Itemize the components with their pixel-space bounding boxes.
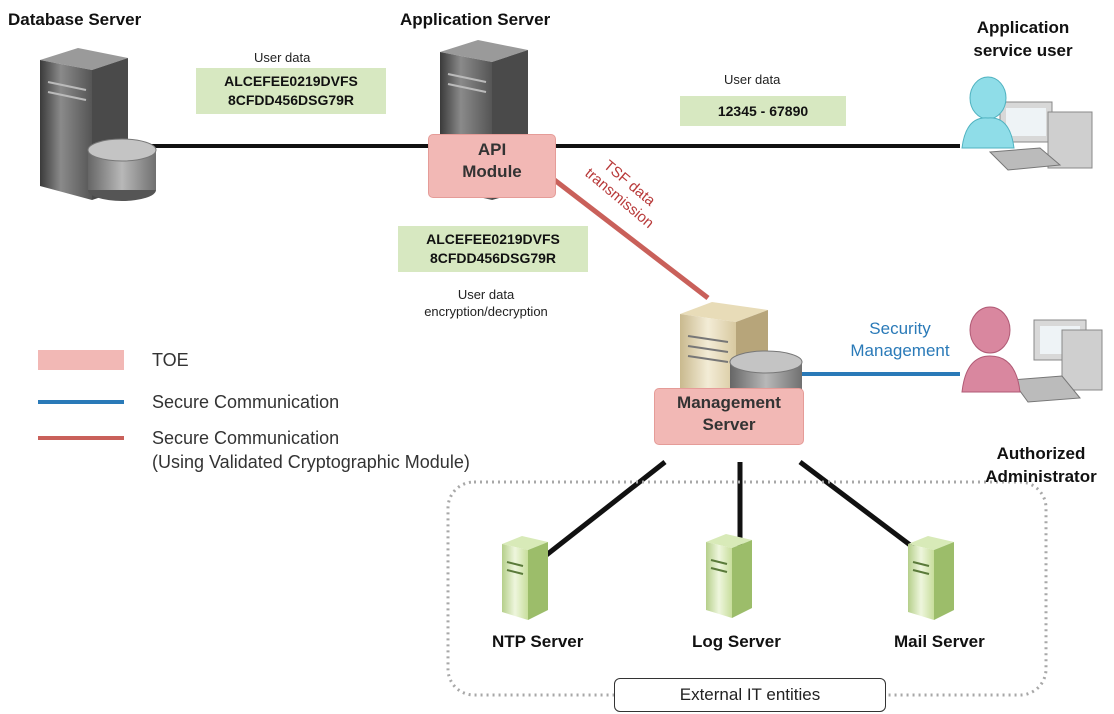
tsf-link bbox=[546, 173, 710, 300]
admin-workstation-icon bbox=[961, 306, 1103, 403]
plain-data-box: 12345 - 67890 bbox=[680, 96, 846, 126]
legend-validated-text: Secure Communication (Using Validated Cr… bbox=[152, 426, 470, 474]
tsf-label: TSF data transmission bbox=[582, 151, 669, 232]
log-server-icon bbox=[706, 534, 752, 618]
legend-blue-line bbox=[38, 400, 124, 404]
admin-line2: Administrator bbox=[985, 467, 1097, 486]
application-service-user-label: Application service user bbox=[958, 16, 1088, 62]
legend-toe: TOE bbox=[38, 348, 189, 372]
authorized-administrator-label: Authorized Administrator bbox=[966, 442, 1114, 488]
encrypted-line1: ALCEFEE0219DVFS bbox=[224, 73, 358, 89]
encryption-decryption-label: User data encryption/decryption bbox=[376, 286, 596, 320]
mgmt-ntp-link bbox=[538, 460, 667, 562]
encrypted-line2: 8CFDD456DSG79R bbox=[227, 92, 355, 108]
api-module-box: API Module bbox=[428, 134, 556, 198]
user-workstation-icon bbox=[961, 76, 1093, 171]
db-server-icon bbox=[40, 48, 157, 201]
legend-validated-line1: Secure Communication bbox=[152, 428, 340, 448]
legend-secure-comm-text: Secure Communication bbox=[152, 392, 340, 412]
log-server-label: Log Server bbox=[692, 632, 781, 651]
legend-toe-swatch bbox=[38, 350, 124, 370]
encrypted-data-box-top: ALCEFEE0219DVFS 8CFDD456DSG79R bbox=[196, 68, 386, 114]
legend-toe-text: TOE bbox=[152, 350, 189, 370]
encrypted-data-box-bottom: ALCEFEE0219DVFS 8CFDD456DSG79R bbox=[398, 226, 588, 272]
database-server-label: Database Server bbox=[8, 10, 142, 29]
mgmt-line1: Management bbox=[677, 393, 781, 412]
mail-server-icon bbox=[908, 536, 954, 620]
api-line1: API bbox=[477, 140, 507, 159]
legend-red-line bbox=[38, 436, 124, 440]
external-it-region bbox=[446, 480, 1048, 697]
enc-dec-line2: encryption/decryption bbox=[424, 304, 548, 319]
security-line2: Management bbox=[850, 341, 950, 360]
user-data-left-label: User data bbox=[254, 50, 311, 65]
legend-validated-line2: (Using Validated Cryptographic Module) bbox=[152, 452, 470, 472]
encrypted-line1-bottom: ALCEFEE0219DVFS bbox=[426, 231, 560, 247]
ntp-server-label: NTP Server bbox=[492, 632, 584, 651]
security-management-label: Security Management bbox=[836, 318, 964, 362]
security-line1: Security bbox=[869, 319, 931, 338]
mgmt-mail-link bbox=[798, 460, 932, 562]
admin-line1: Authorized bbox=[996, 444, 1086, 463]
app-user-line1: Application bbox=[976, 18, 1070, 37]
application-server-label: Application Server bbox=[400, 10, 551, 29]
ntp-server-icon bbox=[502, 536, 548, 620]
user-data-right-label: User data bbox=[724, 72, 781, 87]
legend-secure-comm: Secure Communication bbox=[38, 390, 339, 414]
external-it-label: External IT entities bbox=[614, 678, 886, 712]
app-user-line2: service user bbox=[973, 41, 1073, 60]
management-server-box: Management Server bbox=[654, 388, 804, 445]
legend-secure-comm-validated: Secure Communication (Using Validated Cr… bbox=[38, 426, 470, 474]
mail-server-label: Mail Server bbox=[894, 632, 985, 651]
enc-dec-line1: User data bbox=[457, 287, 515, 302]
api-line2: Module bbox=[462, 162, 522, 181]
encrypted-line2-bottom: 8CFDD456DSG79R bbox=[429, 250, 557, 266]
mgmt-line2: Server bbox=[702, 415, 756, 434]
